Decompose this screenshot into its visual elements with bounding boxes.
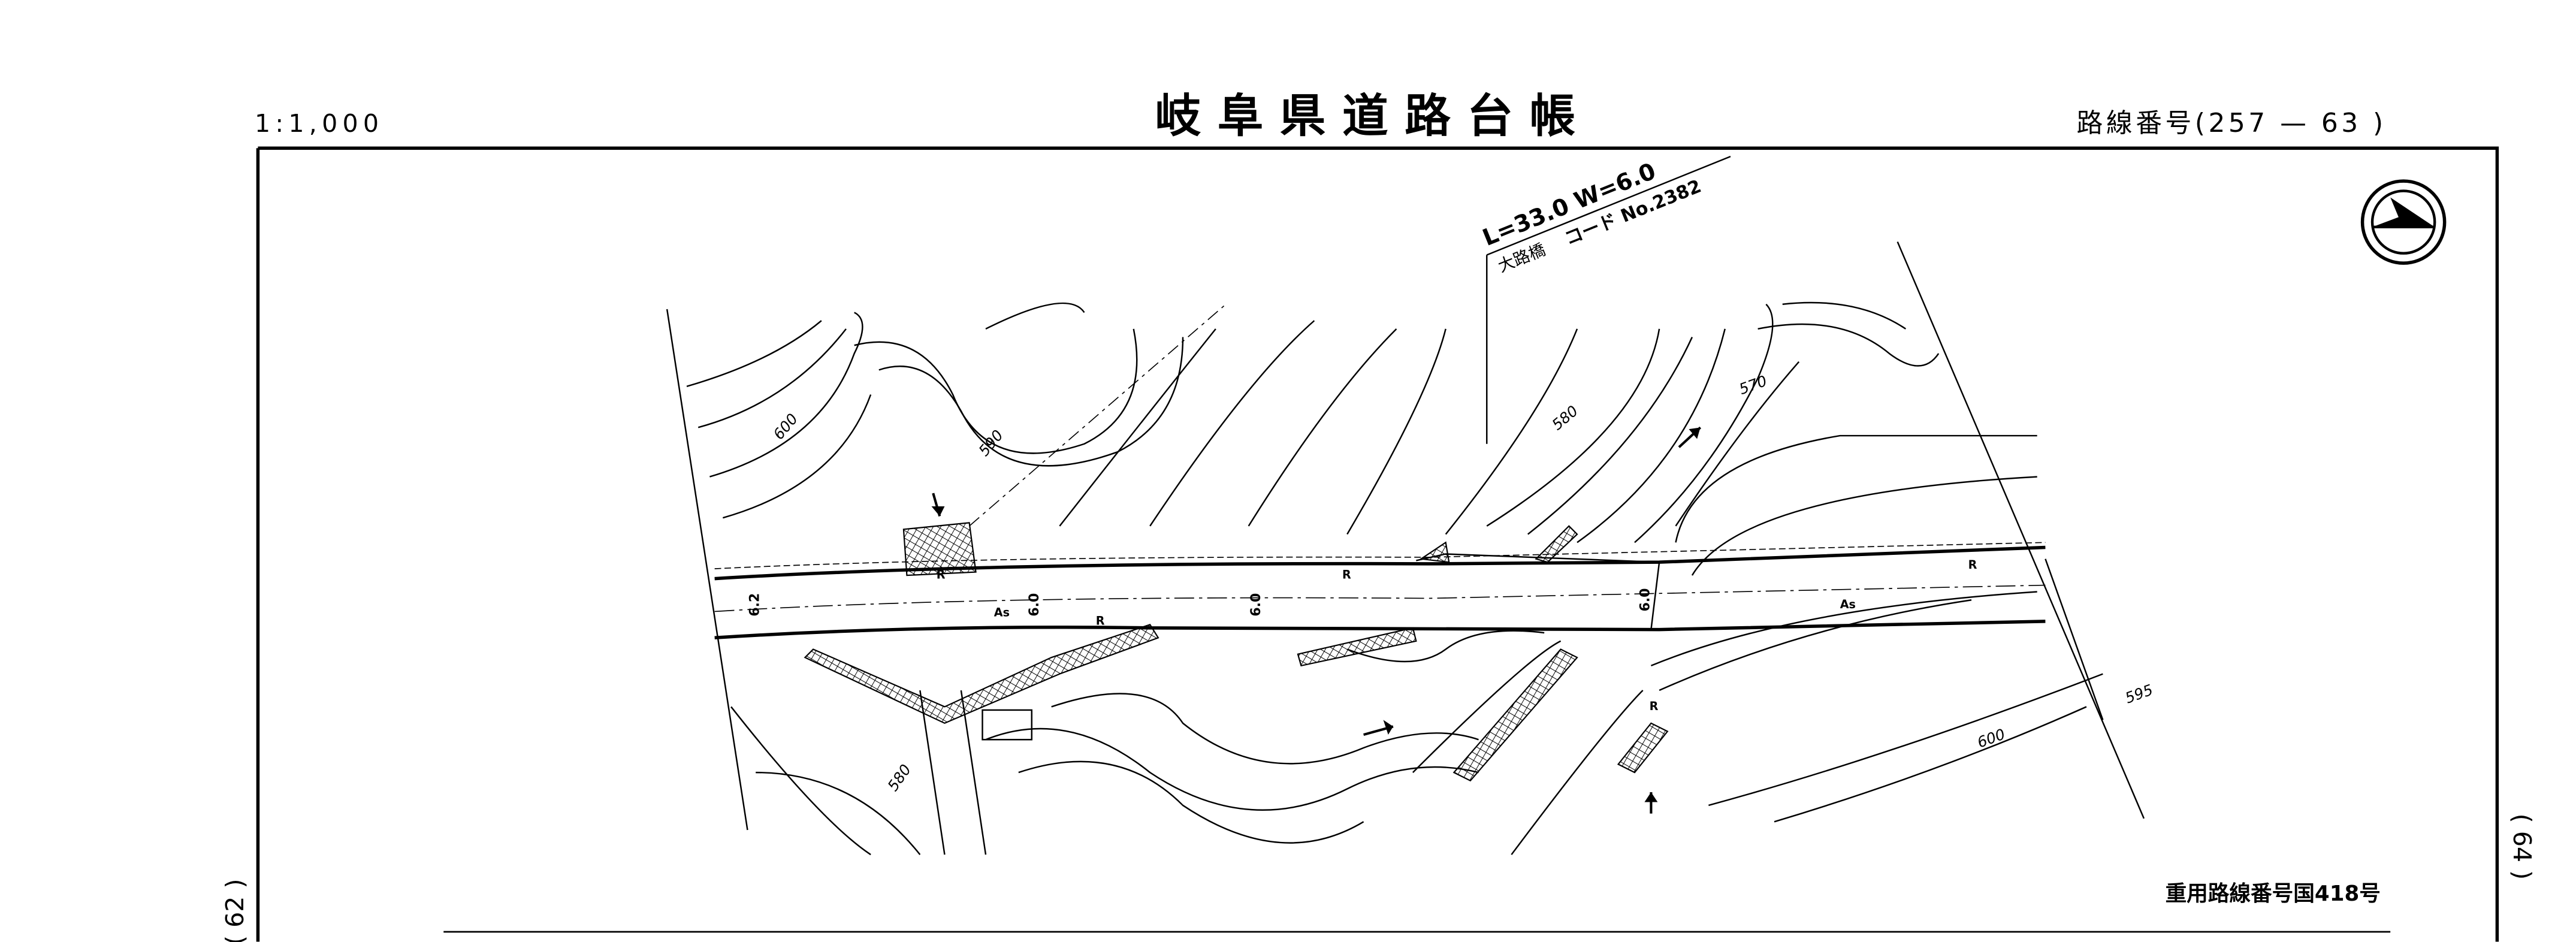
route-number: 路線番号(257 — 63 ) <box>2077 108 2387 138</box>
overlap-route-label: 重用路線番号国418号 <box>2166 881 2381 906</box>
retaining-wall-label: R <box>1342 568 1351 582</box>
contour-label-580b: 580 <box>884 761 914 794</box>
contour-label-580: 580 <box>1548 402 1581 433</box>
width-label: 6.0 <box>1027 593 1042 617</box>
retaining-wall-label: R <box>1650 699 1659 713</box>
width-label: 6.0 <box>1638 588 1653 612</box>
map-scale: 1:1,000 <box>255 109 383 138</box>
map-frame <box>256 146 2499 942</box>
road <box>714 522 2046 855</box>
adjacent-sheet-left: ( 62 ) <box>221 878 249 942</box>
map-sheet-outline <box>666 241 2145 831</box>
contour-lines <box>686 301 2103 856</box>
retaining-wall-label: R <box>937 568 946 582</box>
page-title: 岐阜県道路台帳 <box>1155 90 1591 143</box>
width-label: 6.0 <box>1249 593 1264 617</box>
width-label: 6.2 <box>748 593 763 617</box>
flow-arrow-icon <box>931 426 1702 814</box>
north-arrow-icon <box>2360 179 2447 265</box>
bridge-label: L=33.0 W=6.0 大路橋 コード No.2382 <box>1479 155 1731 276</box>
adjacent-sheet-right: ( 64 ) <box>2508 814 2536 880</box>
surface-label: As <box>994 606 1010 620</box>
contour-label-570: 570 <box>1737 372 1769 398</box>
retaining-wall-label: R <box>1096 614 1105 627</box>
contour-label-600b: 600 <box>1975 725 2007 751</box>
contour-label-595: 595 <box>2123 681 2155 707</box>
contour-label-600: 600 <box>770 410 801 443</box>
retaining-wall-label: R <box>1968 558 1977 572</box>
surface-label: As <box>1840 597 1856 611</box>
